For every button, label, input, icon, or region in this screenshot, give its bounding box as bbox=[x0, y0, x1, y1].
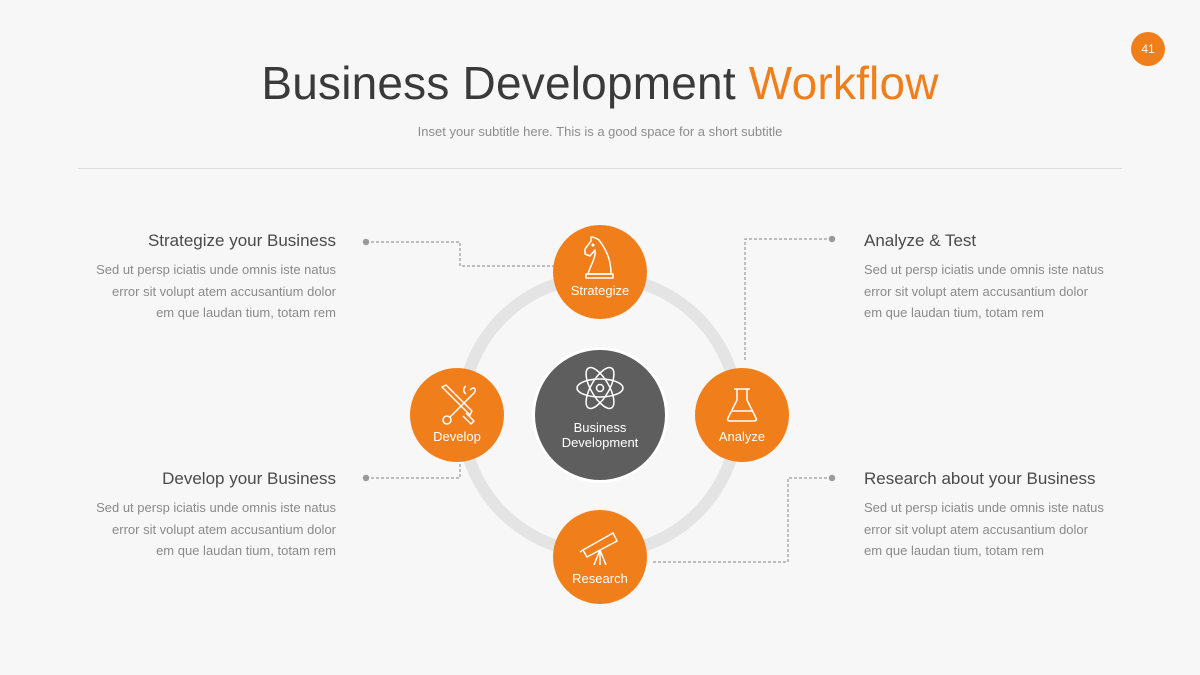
block-text-line: error sit volupt atem accusantium dolor bbox=[864, 521, 1088, 537]
text-block-analyze: Analyze & Test Sed ut persp iciatis unde… bbox=[864, 231, 1124, 324]
block-text-line: error sit volupt atem accusantium dolor bbox=[864, 283, 1088, 299]
connector-strategize bbox=[366, 241, 556, 267]
node-label-strategize: Strategize bbox=[571, 283, 630, 298]
node-circle bbox=[410, 368, 504, 462]
page-number-badge: 41 bbox=[1131, 32, 1165, 66]
node-develop: Develop bbox=[410, 368, 504, 462]
center-circle bbox=[535, 350, 665, 480]
block-heading: Develop your Business bbox=[162, 469, 336, 488]
connector-develop bbox=[366, 462, 461, 479]
title-main: Business Development bbox=[261, 57, 736, 109]
block-text: Sed ut persp iciatis unde omnis iste nat… bbox=[864, 497, 1124, 562]
block-text-line: error sit volupt atem accusantium dolor bbox=[112, 521, 336, 537]
block-text: Sed ut persp iciatis unde omnis iste nat… bbox=[864, 259, 1124, 324]
node-label-research: Research bbox=[572, 571, 628, 586]
node-analyze: Analyze bbox=[695, 368, 789, 462]
block-text-line: Sed ut persp iciatis unde omnis iste nat… bbox=[96, 262, 336, 277]
flask-icon bbox=[726, 388, 758, 422]
connector-dot bbox=[828, 235, 836, 243]
page-subtitle: Inset your subtitle here. This is a good… bbox=[417, 124, 783, 139]
node-label-develop: Develop bbox=[433, 429, 481, 444]
connector-dot bbox=[362, 238, 370, 246]
text-block-research: Research about your Business Sed ut pers… bbox=[864, 469, 1124, 562]
block-text-line: em que laudan tium, totam rem bbox=[156, 543, 336, 558]
block-text: Sed ut persp iciatis unde omnis iste nat… bbox=[76, 259, 336, 324]
connector-dots bbox=[362, 235, 836, 482]
header-divider bbox=[78, 168, 1122, 169]
block-text: Sed ut persp iciatis unde omnis iste nat… bbox=[76, 497, 336, 562]
node-label-analyze: Analyze bbox=[719, 429, 765, 444]
tools-icon bbox=[441, 384, 476, 425]
connector-dot bbox=[828, 474, 836, 482]
block-text-line: em que laudan tium, totam rem bbox=[864, 543, 1044, 558]
center-label-line2: Development bbox=[562, 435, 639, 450]
node-strategize: Strategize bbox=[553, 225, 647, 319]
connectors bbox=[366, 238, 832, 563]
block-heading: Analyze & Test bbox=[864, 231, 977, 250]
block-heading: Strategize your Business bbox=[147, 231, 336, 250]
connector-research bbox=[652, 477, 832, 563]
block-text-line: em que laudan tium, totam rem bbox=[864, 305, 1044, 320]
block-text-line: error sit volupt atem accusantium dolor bbox=[112, 283, 336, 299]
page-title: Business Development Workflow bbox=[0, 56, 1200, 110]
block-text-line: Sed ut persp iciatis unde omnis iste nat… bbox=[864, 500, 1104, 515]
block-text-line: em que laudan tium, totam rem bbox=[156, 305, 336, 320]
block-heading: Research about your Business bbox=[864, 469, 1096, 488]
chess-knight-icon bbox=[584, 236, 614, 279]
block-text-line: Sed ut persp iciatis unde omnis iste nat… bbox=[864, 262, 1104, 277]
title-accent: Workflow bbox=[748, 57, 939, 109]
center-label-line1: Business bbox=[574, 420, 627, 435]
connector-dot bbox=[362, 474, 370, 482]
node-research: Research bbox=[553, 510, 647, 604]
text-block-strategize: Strategize your Business Sed ut persp ic… bbox=[76, 231, 336, 324]
atom-icon bbox=[576, 366, 624, 410]
node-circle bbox=[695, 368, 789, 462]
connector-analyze bbox=[744, 238, 832, 362]
text-block-develop: Develop your Business Sed ut persp iciat… bbox=[76, 469, 336, 562]
block-text-line: Sed ut persp iciatis unde omnis iste nat… bbox=[96, 500, 336, 515]
telescope-icon bbox=[579, 532, 618, 566]
node-circle bbox=[553, 225, 647, 319]
